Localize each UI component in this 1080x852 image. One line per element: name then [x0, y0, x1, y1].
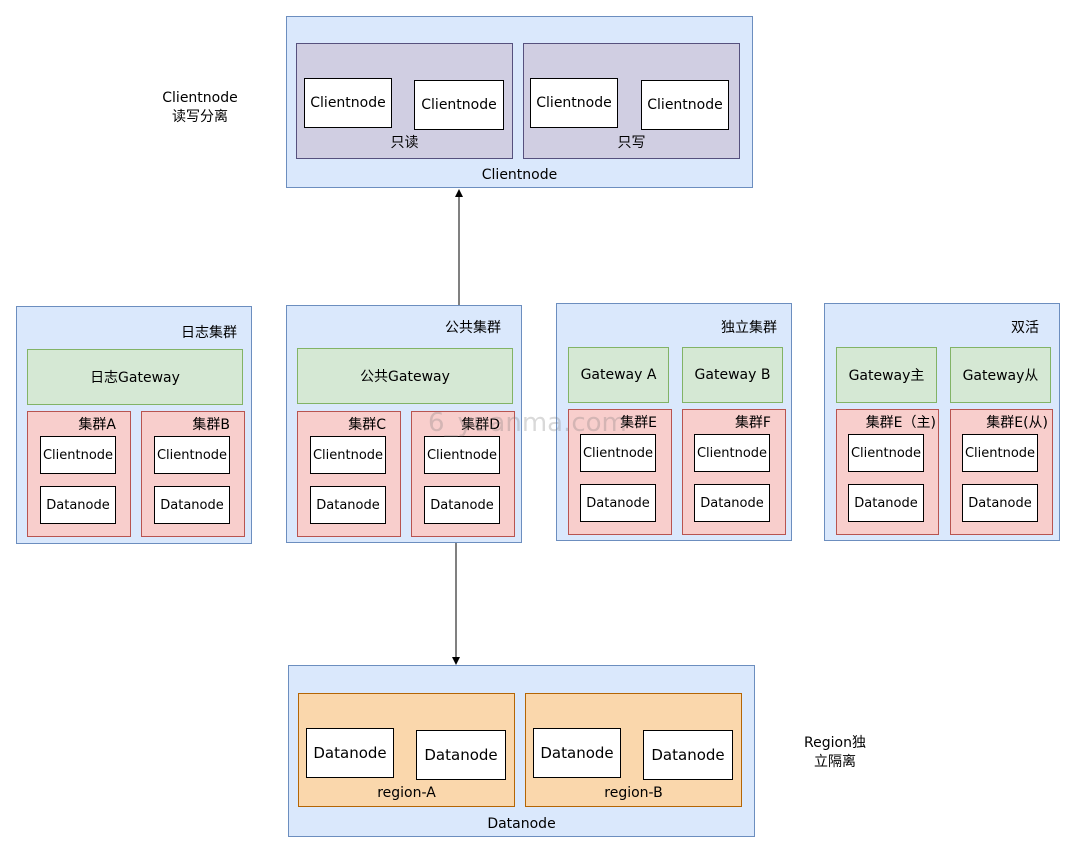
public-cluster-title: 公共集群 — [445, 320, 501, 336]
public-cluster: 公共集群 公共Gateway 集群C Clientnode Datanode 集… — [286, 305, 522, 543]
active-sub-cluster-primary: 集群E（主) Clientnode Datanode — [836, 409, 939, 535]
log-sub-cluster-b-title: 集群B — [192, 417, 230, 433]
clientnode-container: Clientnode Clientnode 只读 Clientnode Clie… — [286, 16, 753, 188]
independent-sub-e-clientnode: Clientnode — [580, 434, 656, 472]
gateway-b: Gateway B — [682, 347, 783, 403]
log-gateway: 日志Gateway — [27, 349, 243, 405]
log-sub-a-clientnode: Clientnode — [40, 436, 116, 474]
read-only-group: Clientnode Clientnode 只读 — [296, 43, 513, 159]
independent-cluster: 独立集群 Gateway A Gateway B 集群E Clientnode … — [556, 303, 792, 541]
independent-sub-f-datanode: Datanode — [694, 484, 770, 522]
active-active-cluster: 双活 Gateway主 Gateway从 集群E（主) Clientnode D… — [824, 303, 1060, 541]
write-only-group: Clientnode Clientnode 只写 — [523, 43, 740, 159]
independent-sub-cluster-e-title: 集群E — [620, 415, 657, 431]
region-a-group: Datanode Datanode region-A — [298, 693, 515, 807]
client-split-note-line1: Clientnode — [162, 90, 238, 106]
log-sub-cluster-a-title: 集群A — [78, 417, 116, 433]
independent-cluster-title: 独立集群 — [721, 320, 777, 336]
log-cluster-title: 日志集群 — [181, 325, 237, 341]
active-sub-cluster-secondary-title: 集群E(从) — [986, 415, 1048, 431]
public-gateway: 公共Gateway — [297, 348, 513, 404]
independent-sub-e-datanode: Datanode — [580, 484, 656, 522]
independent-sub-cluster-f: 集群F Clientnode Datanode — [682, 409, 786, 535]
log-sub-cluster-b: 集群B Clientnode Datanode — [141, 411, 245, 537]
public-sub-cluster-c-title: 集群C — [348, 417, 386, 433]
read-clientnode-1: Clientnode — [304, 78, 392, 128]
independent-sub-cluster-f-title: 集群F — [734, 415, 771, 431]
independent-sub-f-clientnode: Clientnode — [694, 434, 770, 472]
active-sub-cluster-primary-title: 集群E（主) — [865, 415, 936, 431]
public-sub-cluster-d-title: 集群D — [461, 417, 500, 433]
region-b-label: region-B — [604, 785, 663, 801]
client-split-note: Clientnode 读写分离 — [150, 89, 250, 127]
active-primary-clientnode: Clientnode — [848, 434, 924, 472]
public-sub-c-datanode: Datanode — [310, 486, 386, 524]
region-b-group: Datanode Datanode region-B — [525, 693, 742, 807]
public-sub-cluster-c: 集群C Clientnode Datanode — [297, 411, 401, 537]
active-secondary-clientnode: Clientnode — [962, 434, 1038, 472]
log-sub-b-datanode: Datanode — [154, 486, 230, 524]
datanode-container: Datanode Datanode region-A Datanode Data… — [288, 665, 755, 837]
region-b-datanode-2: Datanode — [643, 730, 733, 780]
public-sub-cluster-d: 集群D Clientnode Datanode — [411, 411, 515, 537]
active-primary-datanode: Datanode — [848, 484, 924, 522]
read-only-label: 只读 — [390, 135, 419, 151]
region-isolation-note: Region独 立隔离 — [785, 734, 885, 772]
independent-sub-cluster-e: 集群E Clientnode Datanode — [568, 409, 672, 535]
client-split-note-line2: 读写分离 — [172, 109, 228, 125]
region-isolation-note-line2: 立隔离 — [814, 754, 856, 770]
write-only-label: 只写 — [617, 135, 646, 151]
log-cluster: 日志集群 日志Gateway 集群A Clientnode Datanode 集… — [16, 306, 252, 544]
read-clientnode-2: Clientnode — [414, 80, 504, 130]
public-sub-c-clientnode: Clientnode — [310, 436, 386, 474]
active-secondary-datanode: Datanode — [962, 484, 1038, 522]
clientnode-container-title: Clientnode — [481, 167, 558, 183]
public-sub-d-datanode: Datanode — [424, 486, 500, 524]
region-isolation-note-line1: Region独 — [804, 735, 866, 751]
write-clientnode-2: Clientnode — [641, 80, 729, 130]
region-a-label: region-A — [377, 785, 436, 801]
gateway-primary: Gateway主 — [836, 347, 937, 403]
active-sub-cluster-secondary: 集群E(从) Clientnode Datanode — [950, 409, 1053, 535]
gateway-secondary: Gateway从 — [950, 347, 1051, 403]
datanode-container-title: Datanode — [487, 816, 556, 832]
gateway-a: Gateway A — [568, 347, 669, 403]
region-a-datanode-2: Datanode — [416, 730, 506, 780]
region-a-datanode-1: Datanode — [306, 728, 394, 778]
region-b-datanode-1: Datanode — [533, 728, 621, 778]
public-sub-d-clientnode: Clientnode — [424, 436, 500, 474]
log-sub-cluster-a: 集群A Clientnode Datanode — [27, 411, 131, 537]
log-sub-a-datanode: Datanode — [40, 486, 116, 524]
write-clientnode-1: Clientnode — [530, 78, 618, 128]
active-active-cluster-title: 双活 — [1011, 320, 1039, 336]
log-sub-b-clientnode: Clientnode — [154, 436, 230, 474]
